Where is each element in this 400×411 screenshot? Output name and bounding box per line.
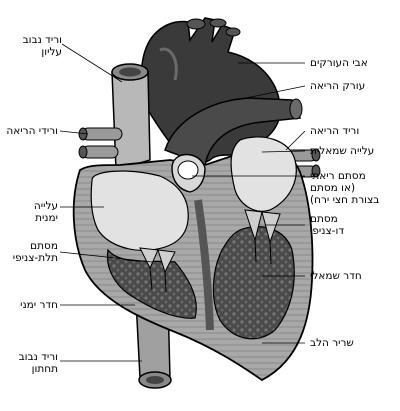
- label-line: חדר ימני: [20, 299, 58, 311]
- label-line: בצורת חצי ירח): [310, 194, 380, 206]
- label-line: וריד הריאה: [310, 125, 360, 137]
- left-ventricle-chamber: [212, 226, 295, 340]
- label-bicuspid-valve: מסתם דו-צניפי: [310, 213, 344, 237]
- label-line: עורק הריאה: [310, 80, 366, 92]
- label-pulmonary-veins-right: ורידי הריאה: [0, 125, 58, 137]
- label-line: תלת-צניפי: [12, 252, 58, 264]
- label-line: חדר שמאלי: [310, 270, 362, 282]
- label-line: ורידי הריאה: [6, 125, 58, 137]
- label-semilunar-valve: מסתם ריאתי (או מסתם בצורת חצי ירח): [310, 170, 379, 206]
- label-line: מסתם: [310, 213, 338, 225]
- label-line: אבי העורקים: [310, 57, 368, 69]
- label-left-ventricle: חדר שמאלי: [310, 270, 362, 282]
- label-pulmonary-vein-left: וריד הריאה: [310, 125, 359, 137]
- left-atrium-chamber: [230, 136, 297, 212]
- label-line: עלייה: [33, 200, 58, 212]
- label-inferior-vena-cava: וריד נבוב תחתון: [8, 351, 58, 375]
- label-aorta: אבי העורקים: [310, 57, 368, 69]
- label-line: וריד נבוב: [22, 34, 62, 46]
- bicuspid-valve: [244, 209, 281, 265]
- pulmonary-artery: [164, 97, 303, 167]
- tricuspid-valve: [139, 247, 176, 293]
- label-line: וריד נבוב: [18, 351, 58, 363]
- label-left-atrium: עלייה שמאלית: [310, 145, 374, 157]
- label-line: עליון: [41, 46, 62, 58]
- label-line: ימנית: [35, 212, 58, 224]
- label-line: עלייה שמאלית: [310, 145, 375, 157]
- label-line: שריר הלב: [310, 337, 354, 349]
- interventricular-septum: [194, 199, 214, 331]
- label-superior-vena-cava: וריד נבוב עליון: [12, 34, 62, 58]
- label-line: דו-צניפי: [310, 225, 345, 237]
- right-atrium-chamber: [90, 170, 189, 251]
- label-tricuspid-valve: מסתם תלת-צניפי: [2, 240, 58, 264]
- pulmonary-veins-right: [78, 127, 123, 159]
- semilunar-valve: [171, 153, 206, 193]
- label-line: (או מסתם: [310, 182, 356, 194]
- superior-vena-cava: [111, 63, 151, 171]
- label-right-atrium: עלייה ימנית: [10, 200, 58, 224]
- label-myocardium: שריר הלב: [310, 337, 354, 349]
- leader-lines: [59, 43, 306, 362]
- label-line: מסתם: [30, 240, 58, 252]
- label-pulmonary-artery: עורק הריאה: [310, 80, 365, 92]
- label-line: תחתון: [31, 363, 58, 375]
- label-right-ventricle: חדר ימני: [4, 299, 58, 311]
- label-line: מסתם ריאתי: [310, 170, 366, 182]
